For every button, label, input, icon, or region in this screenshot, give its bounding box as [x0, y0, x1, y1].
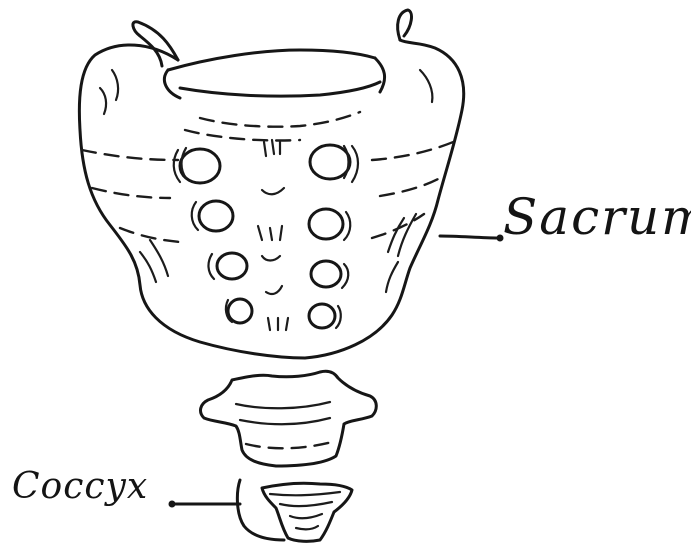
coccyx-leader-line [169, 480, 285, 540]
coccygeal-vertebra-2 [262, 483, 352, 541]
sacrum-leader-line [440, 235, 504, 242]
coccygeal-vertebra-1 [201, 371, 377, 466]
coccyx-label: Coccyx [12, 466, 148, 507]
sacrum-bone [79, 10, 463, 358]
sacrum-label: Sacrum [503, 188, 691, 246]
